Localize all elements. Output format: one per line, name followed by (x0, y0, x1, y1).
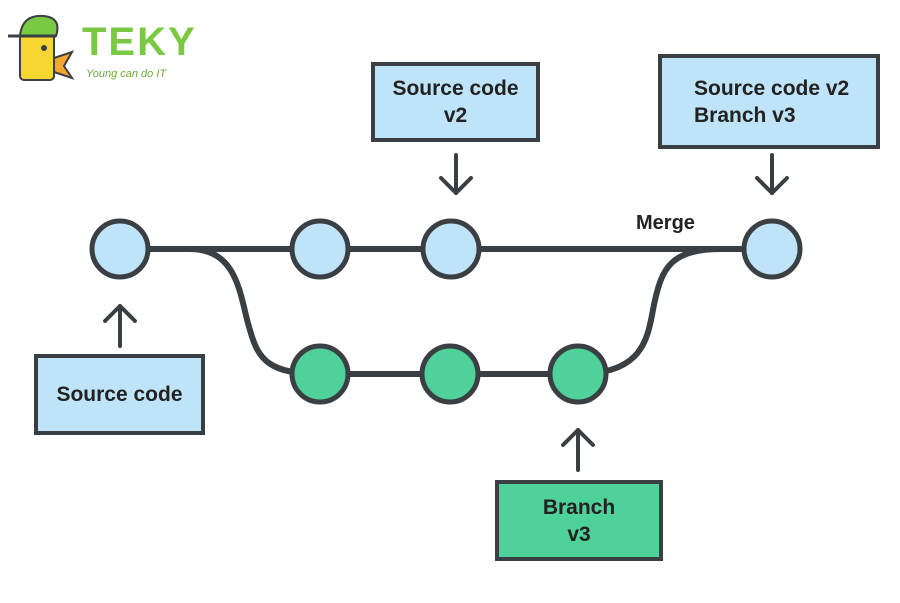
arrow-down-merged-icon (755, 153, 789, 195)
branch-v3-box: Branch v3 (495, 480, 663, 561)
logo-bird-icon (8, 14, 75, 81)
source-code-v2-line2: v2 (443, 104, 468, 127)
source-code-v2-box: Source code v2 (371, 62, 540, 142)
branch-node-3 (547, 343, 609, 405)
source-code-v2-line1: Source code (392, 77, 519, 100)
branch-v3-line1: Branch (542, 495, 616, 519)
merged-line2: Branch v3 (694, 103, 796, 127)
merged-box: Source code v2 Branch v3 (658, 54, 880, 149)
branch-node-1 (289, 343, 351, 405)
arrow-up-source-icon (103, 304, 137, 348)
source-code-label: Source code (56, 383, 183, 406)
arrow-up-branch-icon (561, 428, 595, 472)
main-node-3 (420, 218, 482, 280)
main-node-2 (289, 218, 351, 280)
source-code-box: Source code (34, 354, 205, 435)
teky-logo: TEKY Young can do IT (4, 6, 195, 86)
branch-out-curve (187, 246, 323, 377)
main-node-1 (89, 218, 151, 280)
branch-v3-line2: v3 (567, 522, 591, 546)
arrow-down-v2-icon (439, 153, 473, 195)
main-node-merged (741, 218, 803, 280)
merge-curve (575, 246, 723, 377)
logo-wordmark: TEKY (82, 20, 197, 64)
branch-node-2 (419, 343, 481, 405)
merge-label: Merge (636, 212, 695, 234)
logo-tagline: Young can do IT (86, 68, 167, 80)
merged-line1: Source code v2 (694, 76, 850, 100)
